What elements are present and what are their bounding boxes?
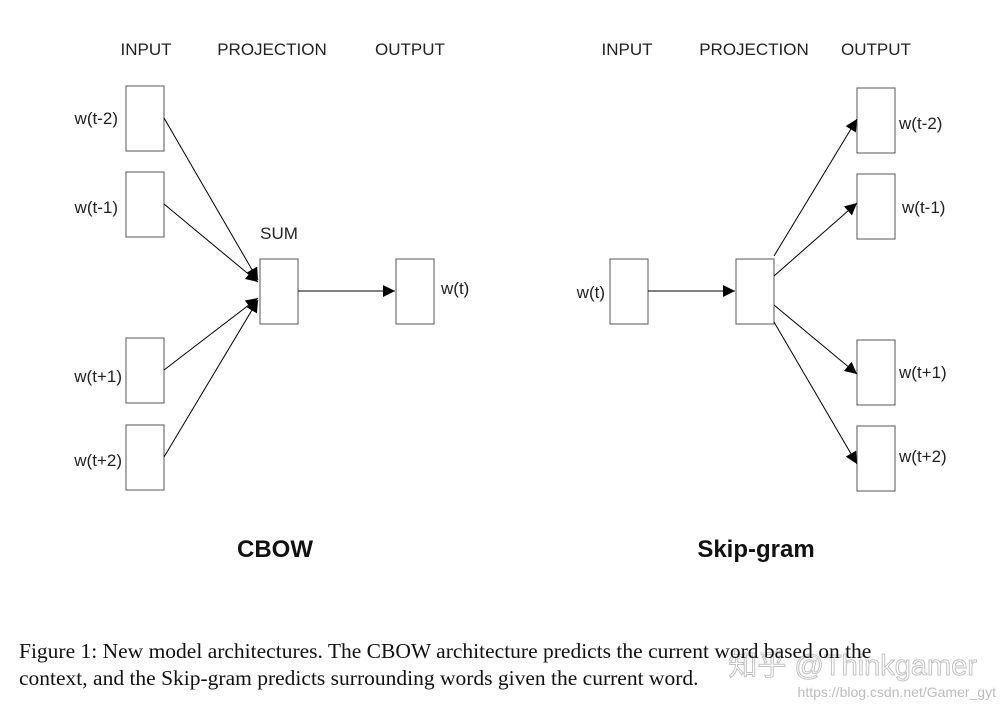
skipgram-output-label: w(t+1) [898,363,947,382]
cbow-input-arrow [163,299,259,458]
skipgram-output-arrow [773,321,858,465]
cbow-input-box [125,85,165,152]
watermark-text: 知乎 @Thinkgamer [728,649,977,682]
skipgram-title: Skip-gram [697,536,814,563]
caption-line-1: Figure 1: New model architectures. The C… [19,639,872,663]
skipgram-diagram: INPUT PROJECTION OUTPUT w(t) w(t-2) w(t-… [576,40,947,563]
cbow-projection-header: PROJECTION [217,40,327,59]
cbow-input-label: w(t-2) [74,109,118,128]
cbow-input-box [125,424,165,491]
watermark-url: https://blog.csdn.net/Gamer_gyt [798,684,997,700]
figure-caption: Figure 1: New model architectures. The C… [19,638,989,692]
skipgram-output-label: w(t+2) [898,447,947,466]
skipgram-output-box [856,87,896,154]
cbow-input-label: w(t+2) [73,451,122,470]
cbow-input-box [125,171,165,238]
skipgram-input-box [609,258,649,325]
cbow-input-arrow [163,297,259,371]
cbow-title: CBOW [237,536,313,563]
skipgram-projection-header: PROJECTION [699,40,809,59]
cbow-input-arrow [163,117,259,281]
skipgram-output-box [856,339,896,406]
cbow-output-label: w(t) [440,279,469,298]
skipgram-input-header: INPUT [602,40,653,59]
skipgram-output-arrow [773,118,858,257]
cbow-input-label: w(t+1) [73,367,122,386]
cbow-input-arrow [163,203,259,283]
caption-line-2: context, and the Skip-gram predicts surr… [19,666,699,690]
skipgram-projection-box [735,258,775,325]
skipgram-output-header: OUTPUT [841,40,911,59]
skipgram-output-arrow [773,202,858,277]
skipgram-output-box [856,425,896,492]
cbow-output-box [395,258,435,325]
cbow-output-header: OUTPUT [375,40,445,59]
cbow-diagram: INPUT PROJECTION OUTPUT w(t-2) w(t-1) w(… [73,40,469,563]
cbow-projection-box [259,258,299,325]
skipgram-output-box [856,173,896,240]
skipgram-output-label: w(t-2) [898,114,942,133]
skipgram-output-arrow [773,304,858,375]
skipgram-output-label: w(t-1) [901,198,945,217]
skipgram-input-label: w(t) [576,283,605,302]
cbow-projection-label: SUM [260,224,298,243]
cbow-input-label: w(t-1) [74,198,118,217]
cbow-input-box [125,337,165,404]
cbow-input-header: INPUT [121,40,172,59]
